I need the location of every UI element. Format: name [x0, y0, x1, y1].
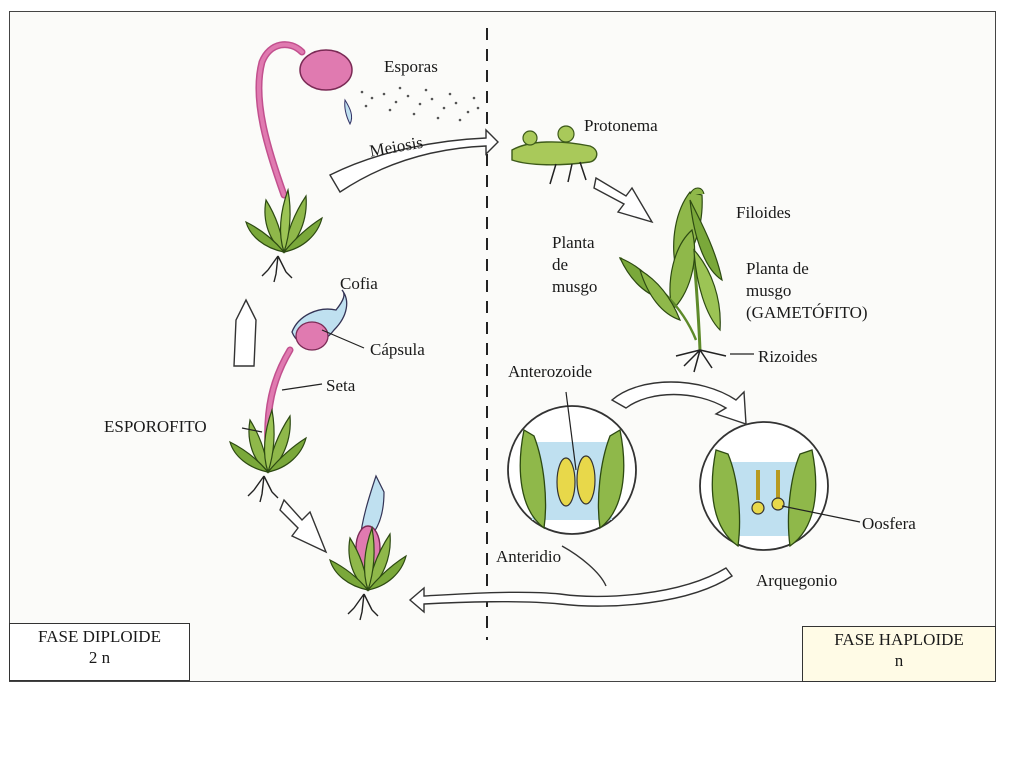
label-planta-line3: musgo	[552, 277, 598, 296]
label-anterozoide: Anterozoide	[508, 362, 593, 381]
label-oosfera: Oosfera	[862, 514, 916, 533]
upward-arrow	[233, 298, 257, 367]
spore-dots	[360, 86, 480, 122]
mature-sporophyte-illustration	[245, 41, 353, 283]
fertilization-arrow	[408, 567, 734, 614]
gametophyte-to-gametangia-arrow	[610, 381, 747, 425]
label-planta-de-musgo-left: Planta de musgo	[552, 232, 597, 298]
diagram-frame	[9, 11, 996, 682]
haploid-phase-title: FASE HAPLOIDE	[834, 630, 964, 649]
label-protonema: Protonema	[584, 116, 658, 135]
label-planta-de-musgo-gametofito: Planta de musgo (GAMETÓFITO)	[746, 258, 868, 324]
label-filoides: Filoides	[736, 203, 791, 222]
diploid-phase-ploidy: 2 n	[88, 648, 111, 667]
label-esporofito: ESPOROFITO	[104, 417, 207, 436]
label-gametofito-line3: (GAMETÓFITO)	[746, 303, 868, 322]
label-planta-line2: de	[552, 255, 569, 274]
growth-arrow	[279, 498, 328, 554]
label-capsula: Cápsula	[370, 340, 425, 359]
label-anteridio: Anteridio	[496, 547, 562, 566]
antheridium-illustration	[507, 391, 637, 535]
gametophyte-plants-illustration	[618, 187, 754, 373]
archegonium-illustration	[699, 421, 861, 551]
label-esporas: Esporas	[384, 57, 438, 76]
protonema-to-gametophyte-arrow	[593, 176, 654, 224]
diploid-phase-title: FASE DIPLOIDE	[38, 627, 161, 646]
label-cofia: Cofia	[340, 274, 378, 293]
haploid-phase-box: FASE HAPLOIDE n	[802, 626, 996, 682]
haploid-phase-ploidy: n	[894, 651, 904, 670]
label-gametofito-line2: musgo	[746, 281, 792, 300]
label-planta-line1: Planta	[552, 233, 595, 252]
label-arquegonio: Arquegonio	[756, 571, 838, 590]
diploid-phase-box: FASE DIPLOIDE 2 n	[9, 623, 190, 681]
label-seta: Seta	[326, 376, 356, 395]
protonema-illustration	[511, 125, 598, 185]
young-sporophyte-illustration	[329, 474, 407, 621]
developing-sporophyte-illustration	[229, 289, 365, 503]
label-rizoides: Rizoides	[758, 347, 818, 366]
meiosis-arrow	[329, 128, 499, 193]
label-gametofito-line1: Planta de	[746, 259, 809, 278]
